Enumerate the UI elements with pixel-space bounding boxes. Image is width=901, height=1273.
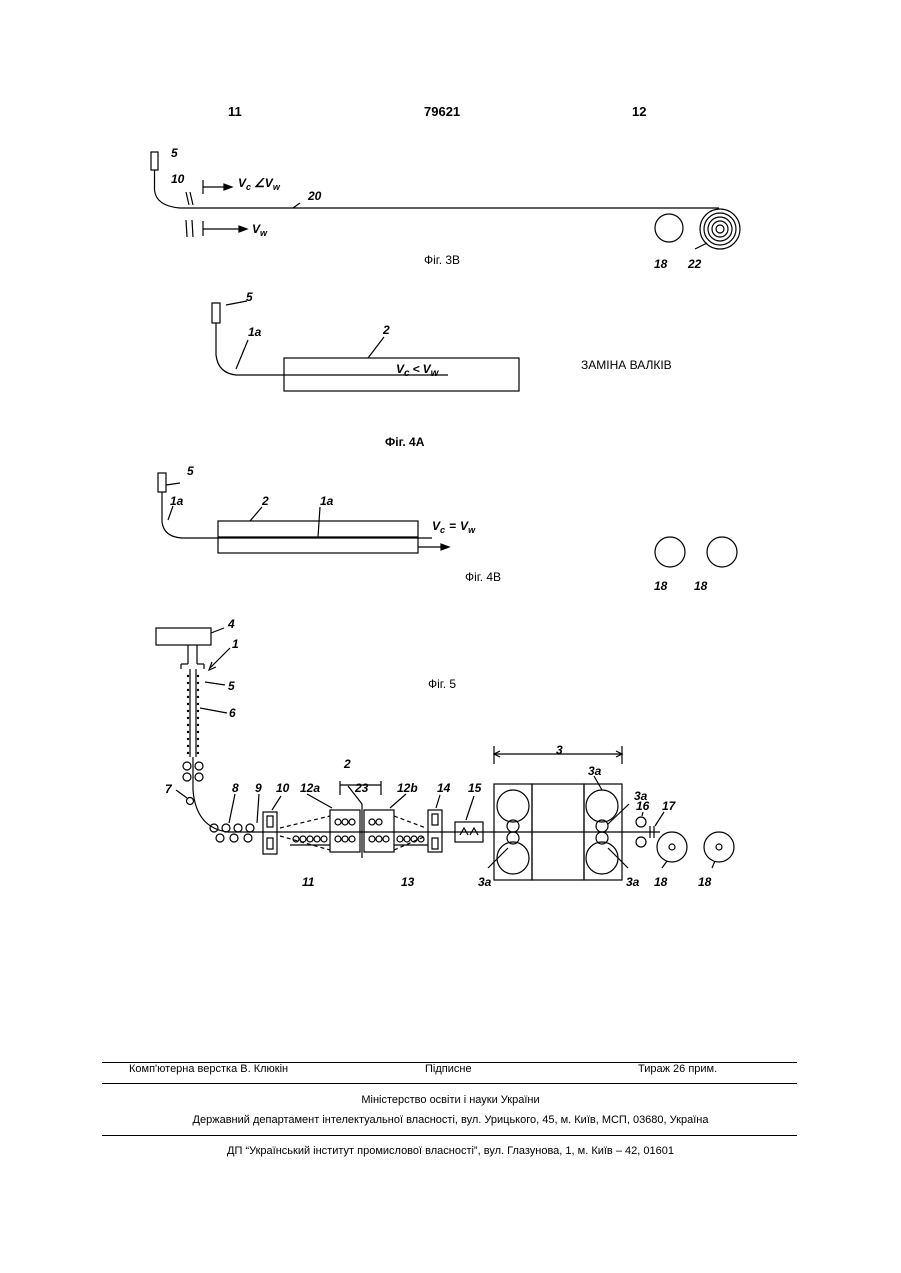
label-12a: 12a <box>300 781 320 795</box>
footer-rule-bottom <box>102 1135 797 1136</box>
label-11: 11 <box>302 875 315 889</box>
caption-fig-4b: Фіг. 4B <box>465 570 501 584</box>
label-18-right: 18 <box>694 579 708 593</box>
label-3a-top: 3a <box>588 764 602 778</box>
roller-table-13 <box>394 836 428 845</box>
caption-fig-5: Фіг. 5 <box>428 677 456 691</box>
cutter-10-lower <box>186 220 187 237</box>
label-13: 13 <box>401 875 415 889</box>
figure-4a <box>212 301 519 391</box>
label-2: 2 <box>261 494 269 508</box>
label-3a-bottom-right: 3a <box>626 875 640 889</box>
footer-signed: Підписне <box>425 1063 472 1075</box>
roll-18 <box>655 214 683 242</box>
label-10: 10 <box>171 172 185 186</box>
footer-department: Державний департамент інтелектуальної вл… <box>0 1114 901 1126</box>
label-2: 2 <box>343 757 351 771</box>
label-5: 5 <box>171 146 178 160</box>
label-4: 4 <box>227 617 235 631</box>
cutter-10-upper <box>186 192 189 205</box>
footer-ministry: Міністерство освіти і науки України <box>0 1094 901 1106</box>
caption-fig-3b: Фіг. 3B <box>424 253 460 267</box>
label-23: 23 <box>354 781 369 795</box>
footer-circulation: Тираж 26 прим. <box>638 1063 717 1075</box>
nozzle-5 <box>212 303 220 323</box>
label-12b: 12b <box>397 781 418 795</box>
footer-layout: Комп'ютерна верстка В. Клюкін <box>129 1063 288 1075</box>
label-6: 6 <box>229 706 236 720</box>
pinch-rolls-8 <box>210 824 254 842</box>
furnace-23 <box>330 804 394 858</box>
label-14: 14 <box>437 781 451 795</box>
label-1a-mid: 1a <box>320 494 334 508</box>
speed-relation-top: Vc∠Vw <box>238 176 281 192</box>
roll-18-right <box>707 537 737 567</box>
label-1a: 1a <box>248 325 262 339</box>
figure-4b <box>158 473 737 567</box>
footer-rule-middle <box>102 1083 797 1084</box>
label-7: 7 <box>165 782 173 796</box>
figure-3b <box>151 152 740 249</box>
label-3: 3 <box>556 743 563 757</box>
label-1a: 1a <box>170 494 184 508</box>
footer-institute: ДП “Український інститут промислової вла… <box>0 1145 901 1157</box>
roll-18-left <box>655 537 685 567</box>
label-20: 20 <box>307 189 322 203</box>
coiler-18-b <box>704 832 734 862</box>
label-18-left: 18 <box>654 579 668 593</box>
nozzle-5 <box>158 473 166 492</box>
roller-16 <box>636 817 646 827</box>
label-5: 5 <box>246 290 253 304</box>
label-15: 15 <box>468 781 482 795</box>
label-5: 5 <box>228 679 235 693</box>
figure-5 <box>156 628 734 880</box>
caption-fig-4a: Фіг. 4A <box>385 435 425 449</box>
speed-relation: Vc<Vw <box>396 362 440 379</box>
label-1: 1 <box>232 637 239 651</box>
speed-bottom: Vw <box>252 222 268 238</box>
label-2: 2 <box>382 323 390 337</box>
shear-14 <box>428 810 442 852</box>
shear-10 <box>263 812 277 854</box>
label-16: 16 <box>636 799 650 813</box>
label-22: 22 <box>687 257 702 271</box>
label-3a-bottom-left: 3a <box>478 875 492 889</box>
roll-change-note: ЗАМІНА ВАЛКІВ <box>581 358 672 372</box>
speed-relation: Vc=Vw <box>432 519 476 535</box>
roller-7 <box>187 798 194 805</box>
label-10: 10 <box>276 781 290 795</box>
label-17: 17 <box>662 799 677 813</box>
coiler-18-a <box>657 832 687 862</box>
label-18-b: 18 <box>698 875 712 889</box>
nozzle-5 <box>151 152 158 170</box>
strand-6 <box>187 675 199 754</box>
label-9: 9 <box>255 781 262 795</box>
strand-1a <box>162 492 432 538</box>
label-5: 5 <box>187 464 194 478</box>
ladle-4 <box>156 628 211 645</box>
label-8: 8 <box>232 781 239 795</box>
label-18: 18 <box>654 257 668 271</box>
label-18-a: 18 <box>654 875 668 889</box>
